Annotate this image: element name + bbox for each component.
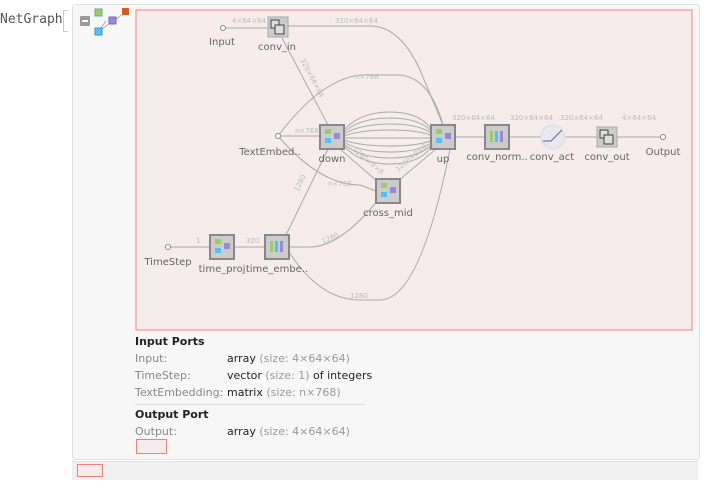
edge-label: 4×64×64 [232, 17, 267, 25]
output-port-heading: Output Port [135, 408, 209, 421]
edge-label: 4×64×64 [622, 114, 657, 122]
edge-label: 320×64×64 [452, 114, 495, 122]
port-name: Output: [135, 425, 177, 438]
graph-frame[interactable] [135, 9, 693, 331]
edge-label: n×768 [328, 180, 352, 188]
conv-norm-node[interactable] [484, 124, 510, 150]
port-row-textembedding: TextEmbedding:matrix (size: n×768) [135, 384, 372, 401]
node-label: Output [646, 147, 681, 158]
port-name: TimeStep: [135, 369, 191, 382]
collapse-button[interactable] [80, 16, 90, 26]
node-label: TextEmbed.. [238, 147, 301, 158]
mini-graph-thumbnail[interactable] [136, 439, 167, 454]
bracket [63, 10, 68, 32]
node-label: time_proj [199, 264, 246, 275]
port-name: TextEmbedding: [135, 386, 224, 399]
node-label: up [437, 154, 450, 165]
port-suffix: of integers [313, 369, 373, 382]
port-size: (size: n×768) [266, 386, 341, 399]
port-name: Input: [135, 352, 168, 365]
port-row-input: Input: array (size: 4×64×64) [135, 350, 372, 367]
node-label: conv_in [258, 42, 296, 53]
port-type: matrix [227, 386, 263, 399]
port-type: array [227, 425, 256, 438]
node-label: conv_norm.. [466, 152, 527, 163]
node-label: time_embe.. [246, 264, 308, 275]
graph-nodes [165, 16, 666, 260]
conv-in-node[interactable] [267, 16, 289, 38]
up-node[interactable] [430, 124, 456, 150]
mini-graph-preview[interactable] [77, 464, 103, 477]
port-size: (size: 4×64×64) [259, 425, 350, 438]
port-size: (size: 4×64×64) [259, 352, 350, 365]
edge-label: 320×64×64 [560, 114, 603, 122]
netgraph-label: NetGraph [0, 12, 63, 27]
graph-edges [168, 25, 663, 301]
edge-label: 320 [246, 237, 259, 245]
conv-out-node[interactable] [596, 126, 618, 148]
timestep-port-node[interactable] [165, 244, 171, 250]
conv-act-node[interactable] [540, 124, 566, 150]
time-embed-node[interactable] [264, 234, 290, 260]
node-label: conv_act [530, 152, 574, 163]
node-label: TimeStep [143, 257, 191, 268]
port-size: (size: 1) [265, 369, 310, 382]
netgraph-icon [94, 8, 129, 36]
edge-label: 1280 [350, 292, 368, 300]
node-label: Input [209, 37, 235, 48]
node-label: cross_mid [363, 208, 413, 219]
port-row-output: Output: array (size: 4×64×64) [135, 423, 372, 440]
time-proj-node[interactable] [209, 234, 235, 260]
output-port-node[interactable] [660, 134, 666, 140]
ports-info: Input Ports Input:array (size: 4×64×64) … [135, 334, 372, 440]
textembedding-port-node[interactable] [275, 133, 281, 139]
node-label: conv_out [584, 152, 629, 163]
port-type: array [227, 352, 256, 365]
edge-label: 320×64×64 [335, 17, 378, 25]
port-row-timestep: TimeStep: vector (size: 1) of integers [135, 367, 372, 384]
input-ports-heading: Input Ports [135, 335, 205, 348]
edge-label: 1 [196, 237, 200, 245]
node-labels: Input conv_in TextEmbed.. down up cross_… [143, 37, 680, 275]
input-port-node[interactable] [220, 25, 226, 31]
port-type: vector [227, 369, 262, 382]
edge-label: n×768 [355, 73, 379, 81]
edge-label: n×768 [295, 127, 319, 135]
cross-mid-node[interactable] [375, 178, 401, 204]
bottom-bar [72, 461, 698, 480]
edge-label: 320×64×64 [510, 114, 553, 122]
down-node[interactable] [319, 124, 345, 150]
divider [135, 404, 365, 405]
node-label: down [319, 154, 346, 165]
